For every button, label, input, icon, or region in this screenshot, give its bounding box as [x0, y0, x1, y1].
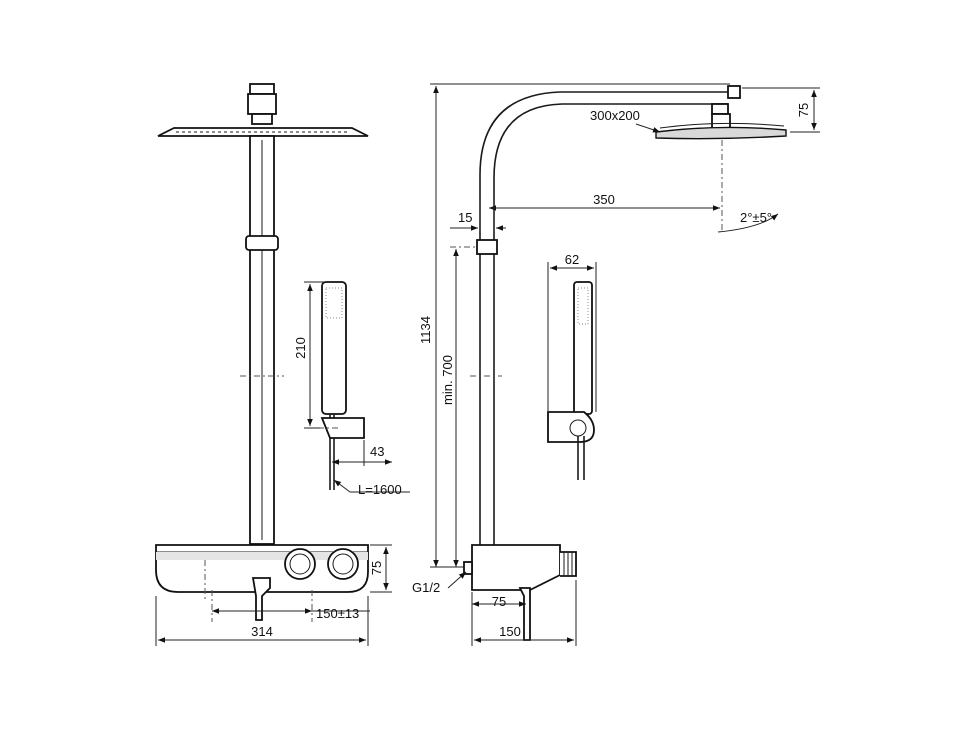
tilt-angle-label: 2°±5°: [740, 210, 772, 225]
pipe-diameter-label: 15: [458, 210, 472, 225]
side-body-depth-label: 150: [499, 624, 521, 639]
side-view: 2°±5° 300x200 75 350 15 1134 min. 700: [412, 83, 820, 646]
hand-shower-length-label: 210: [293, 337, 308, 359]
total-height-label: 1134: [418, 316, 433, 344]
hose-length-label: L=1600: [358, 482, 402, 497]
holder-depth-label: 43: [370, 444, 384, 459]
arm-reach-label: 350: [593, 192, 615, 207]
arm-height-label: 75: [796, 103, 811, 117]
side-head-plate: [655, 126, 787, 140]
side-riser-inner: [493, 103, 728, 545]
outlet-spacing-label: 150±13: [316, 606, 359, 621]
hand-shower-side: 62: [547, 252, 597, 480]
knob-right: [327, 548, 359, 580]
side-riser-outer: [479, 91, 738, 545]
hand-shower-width-label: 62: [565, 252, 579, 267]
knob-left: [284, 548, 316, 580]
connection-label: G1/2: [412, 580, 440, 595]
head-size-label: 300x200: [590, 108, 640, 123]
front-body-width-label: 314: [251, 624, 273, 639]
min-height-label: min. 700: [440, 355, 455, 405]
front-view: 75 150±13 314 210 43 L=1600: [155, 83, 410, 646]
outlet-offset-label: 75: [492, 594, 506, 609]
front-body-height-label: 75: [369, 561, 384, 575]
side-thermostat-body: [471, 544, 561, 591]
